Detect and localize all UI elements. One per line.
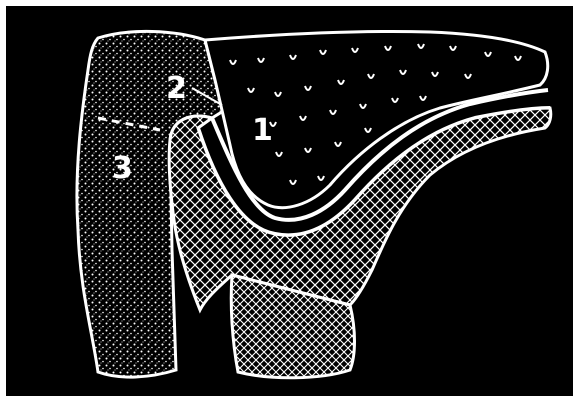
label-1: 1 (252, 113, 273, 148)
label-3: 3 (112, 151, 133, 186)
label-2: 2 (166, 71, 187, 106)
